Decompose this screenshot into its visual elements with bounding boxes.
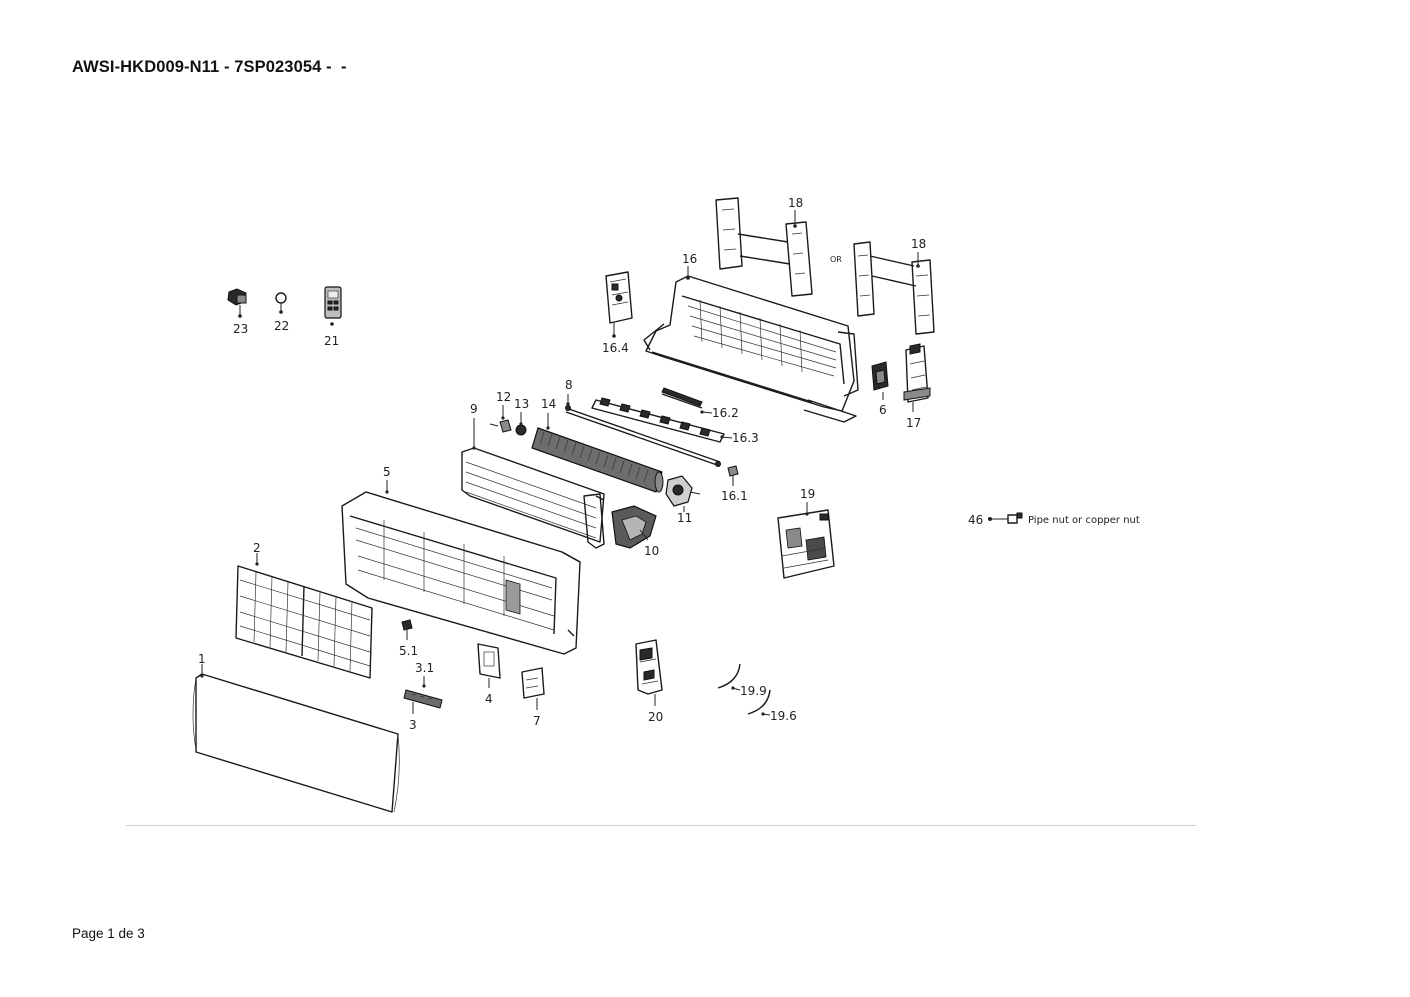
label-9: 9 xyxy=(470,402,478,416)
document-title: AWSI-HKD009-N11 - 7SP023054 - - xyxy=(72,58,347,76)
label-16-3: 16.3 xyxy=(732,431,759,445)
label-6: 6 xyxy=(879,403,887,417)
part-labels: 23 22 21 16.4 16 18 OR 18 6 17 16.2 16.3… xyxy=(198,196,1140,732)
part-3-display-board xyxy=(403,689,443,714)
part-2-air-filter xyxy=(235,553,373,679)
part-18-mounting-plate-a xyxy=(715,197,813,297)
part-5-1-screw-cap xyxy=(401,619,413,640)
label-3: 3 xyxy=(409,718,417,732)
label-5: 5 xyxy=(383,465,391,479)
part-19-electrical-box xyxy=(777,502,835,579)
part-12-bearing-holder xyxy=(489,405,512,433)
label-20: 20 xyxy=(648,710,663,724)
part-22-ring xyxy=(275,292,287,314)
label-5-1: 5.1 xyxy=(399,644,418,658)
label-2: 2 xyxy=(253,541,261,555)
part-9-evaporator xyxy=(461,418,605,549)
page-number: Page 1 de 3 xyxy=(72,926,145,941)
page-divider xyxy=(126,825,1196,826)
label-19: 19 xyxy=(800,487,815,501)
label-21: 21 xyxy=(324,334,339,348)
label-16: 16 xyxy=(682,252,697,266)
part-21-remote-control xyxy=(324,286,342,326)
label-22: 22 xyxy=(274,319,289,333)
label-16-4: 16.4 xyxy=(602,341,629,355)
part-16-3-louver-assembly xyxy=(591,397,733,443)
part-16-4-side-bracket xyxy=(605,271,633,338)
label-19-6: 19.6 xyxy=(770,709,797,723)
label-17: 17 xyxy=(906,416,921,430)
part-6-small-bracket xyxy=(871,361,889,400)
part-46-pipe-nut xyxy=(988,512,1023,524)
part-14-cross-flow-fan xyxy=(531,413,664,493)
label-23: 23 xyxy=(233,322,248,336)
label-18-b: 18 xyxy=(911,237,926,251)
label-4: 4 xyxy=(485,692,493,706)
label-or: OR xyxy=(830,255,842,264)
label-11: 11 xyxy=(677,511,692,525)
part-11-fan-motor xyxy=(665,475,701,512)
part-16-1-bearing xyxy=(727,465,739,486)
label-46: 46 xyxy=(968,513,983,527)
label-pipe-nut: Pipe nut or copper nut xyxy=(1028,515,1140,526)
label-18-a: 18 xyxy=(788,196,803,210)
label-8: 8 xyxy=(565,378,573,392)
label-10: 10 xyxy=(644,544,659,558)
part-20-control-box xyxy=(635,639,663,706)
label-12: 12 xyxy=(496,390,511,404)
part-1-front-panel xyxy=(192,664,400,813)
part-17-pipe-holder xyxy=(903,343,931,412)
label-1: 1 xyxy=(198,652,206,666)
part-3-1-display-cover xyxy=(422,676,426,688)
part-23-drain-connector xyxy=(227,288,247,318)
part-16-base-chassis xyxy=(643,266,859,423)
part-7-terminal-cover xyxy=(521,667,545,710)
part-8-horizontal-louver xyxy=(565,394,721,467)
part-19-9-sensor-wire xyxy=(717,663,741,691)
part-13-rubber-ring xyxy=(515,412,527,436)
label-3-1: 3.1 xyxy=(415,661,434,675)
part-4-electrical-box-cover xyxy=(477,643,501,688)
part-5-front-frame xyxy=(341,480,581,655)
part-18-mounting-plate-b xyxy=(853,241,935,335)
label-7: 7 xyxy=(533,714,541,728)
part-19-6-sensor-wire xyxy=(747,689,771,716)
part-16-2-motor-link xyxy=(661,387,713,414)
label-14: 14 xyxy=(541,397,556,411)
label-16-2: 16.2 xyxy=(712,406,739,420)
label-13: 13 xyxy=(514,397,529,411)
label-19-9: 19.9 xyxy=(740,684,767,698)
label-16-1: 16.1 xyxy=(721,489,748,503)
part-10-motor-mount xyxy=(611,505,657,549)
